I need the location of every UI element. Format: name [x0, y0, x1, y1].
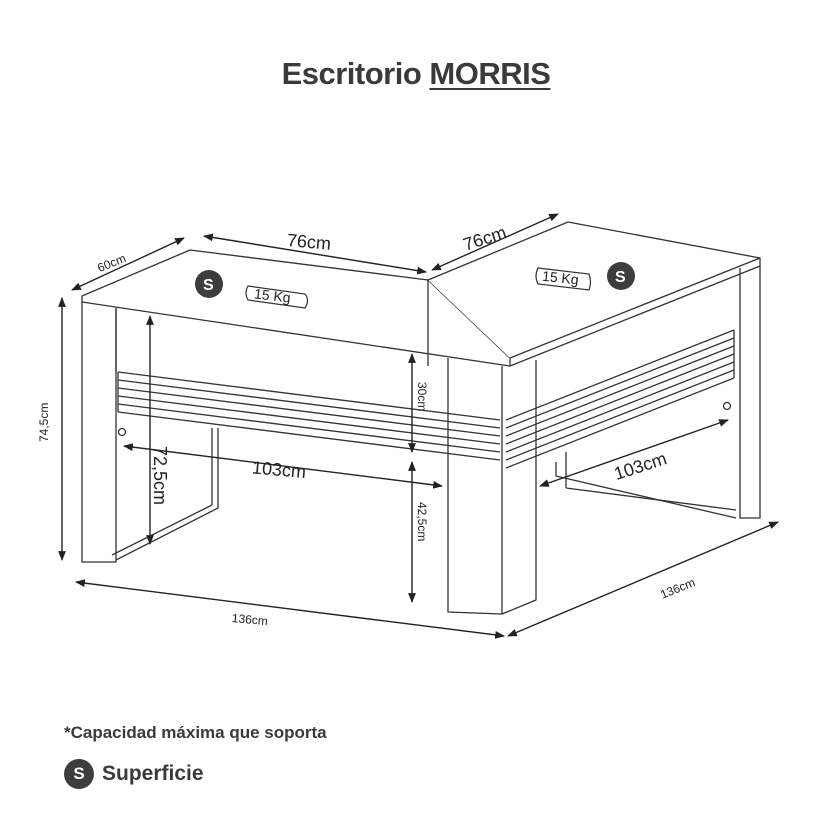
legend-label: Superficie — [102, 762, 204, 785]
page-title: Escritorio MORRIS — [0, 56, 832, 92]
dim-inner-width-right: 103cm — [612, 448, 670, 484]
surface-badge-right: S — [607, 262, 635, 290]
dim-total-height: 74,5cm — [37, 403, 51, 442]
dim-drawer-height: 30cm — [415, 382, 429, 411]
surface-symbol-icon: S — [64, 759, 94, 789]
dimension-lines — [58, 213, 779, 639]
dim-leg-height: 42,5cm — [415, 502, 429, 541]
dim-inner-height: 72,5cm — [150, 446, 170, 505]
capacity-footnote: *Capacidad máxima que soporta — [64, 723, 327, 742]
title-model: MORRIS — [429, 56, 551, 91]
load-tag-right: 15 Kg — [535, 267, 592, 291]
surface-badge-left: S — [195, 270, 223, 298]
dim-top-left-width: 76cm — [286, 230, 332, 254]
dim-inner-width-left: 103cm — [251, 457, 307, 482]
title-prefix: Escritorio — [281, 56, 422, 91]
surface-badge-left-symbol: S — [203, 277, 214, 294]
dim-base-left: 136cm — [231, 611, 268, 628]
dim-base-right: 136cm — [658, 575, 697, 601]
load-tag-left: 15 Kg — [245, 285, 309, 309]
surface-badge-right-symbol: S — [615, 269, 626, 286]
desk-outline — [81, 221, 761, 615]
load-tag-left-text: 15 Kg — [253, 285, 291, 305]
legend: S Superficie — [64, 759, 204, 789]
load-tag-right-text: 15 Kg — [541, 268, 579, 288]
